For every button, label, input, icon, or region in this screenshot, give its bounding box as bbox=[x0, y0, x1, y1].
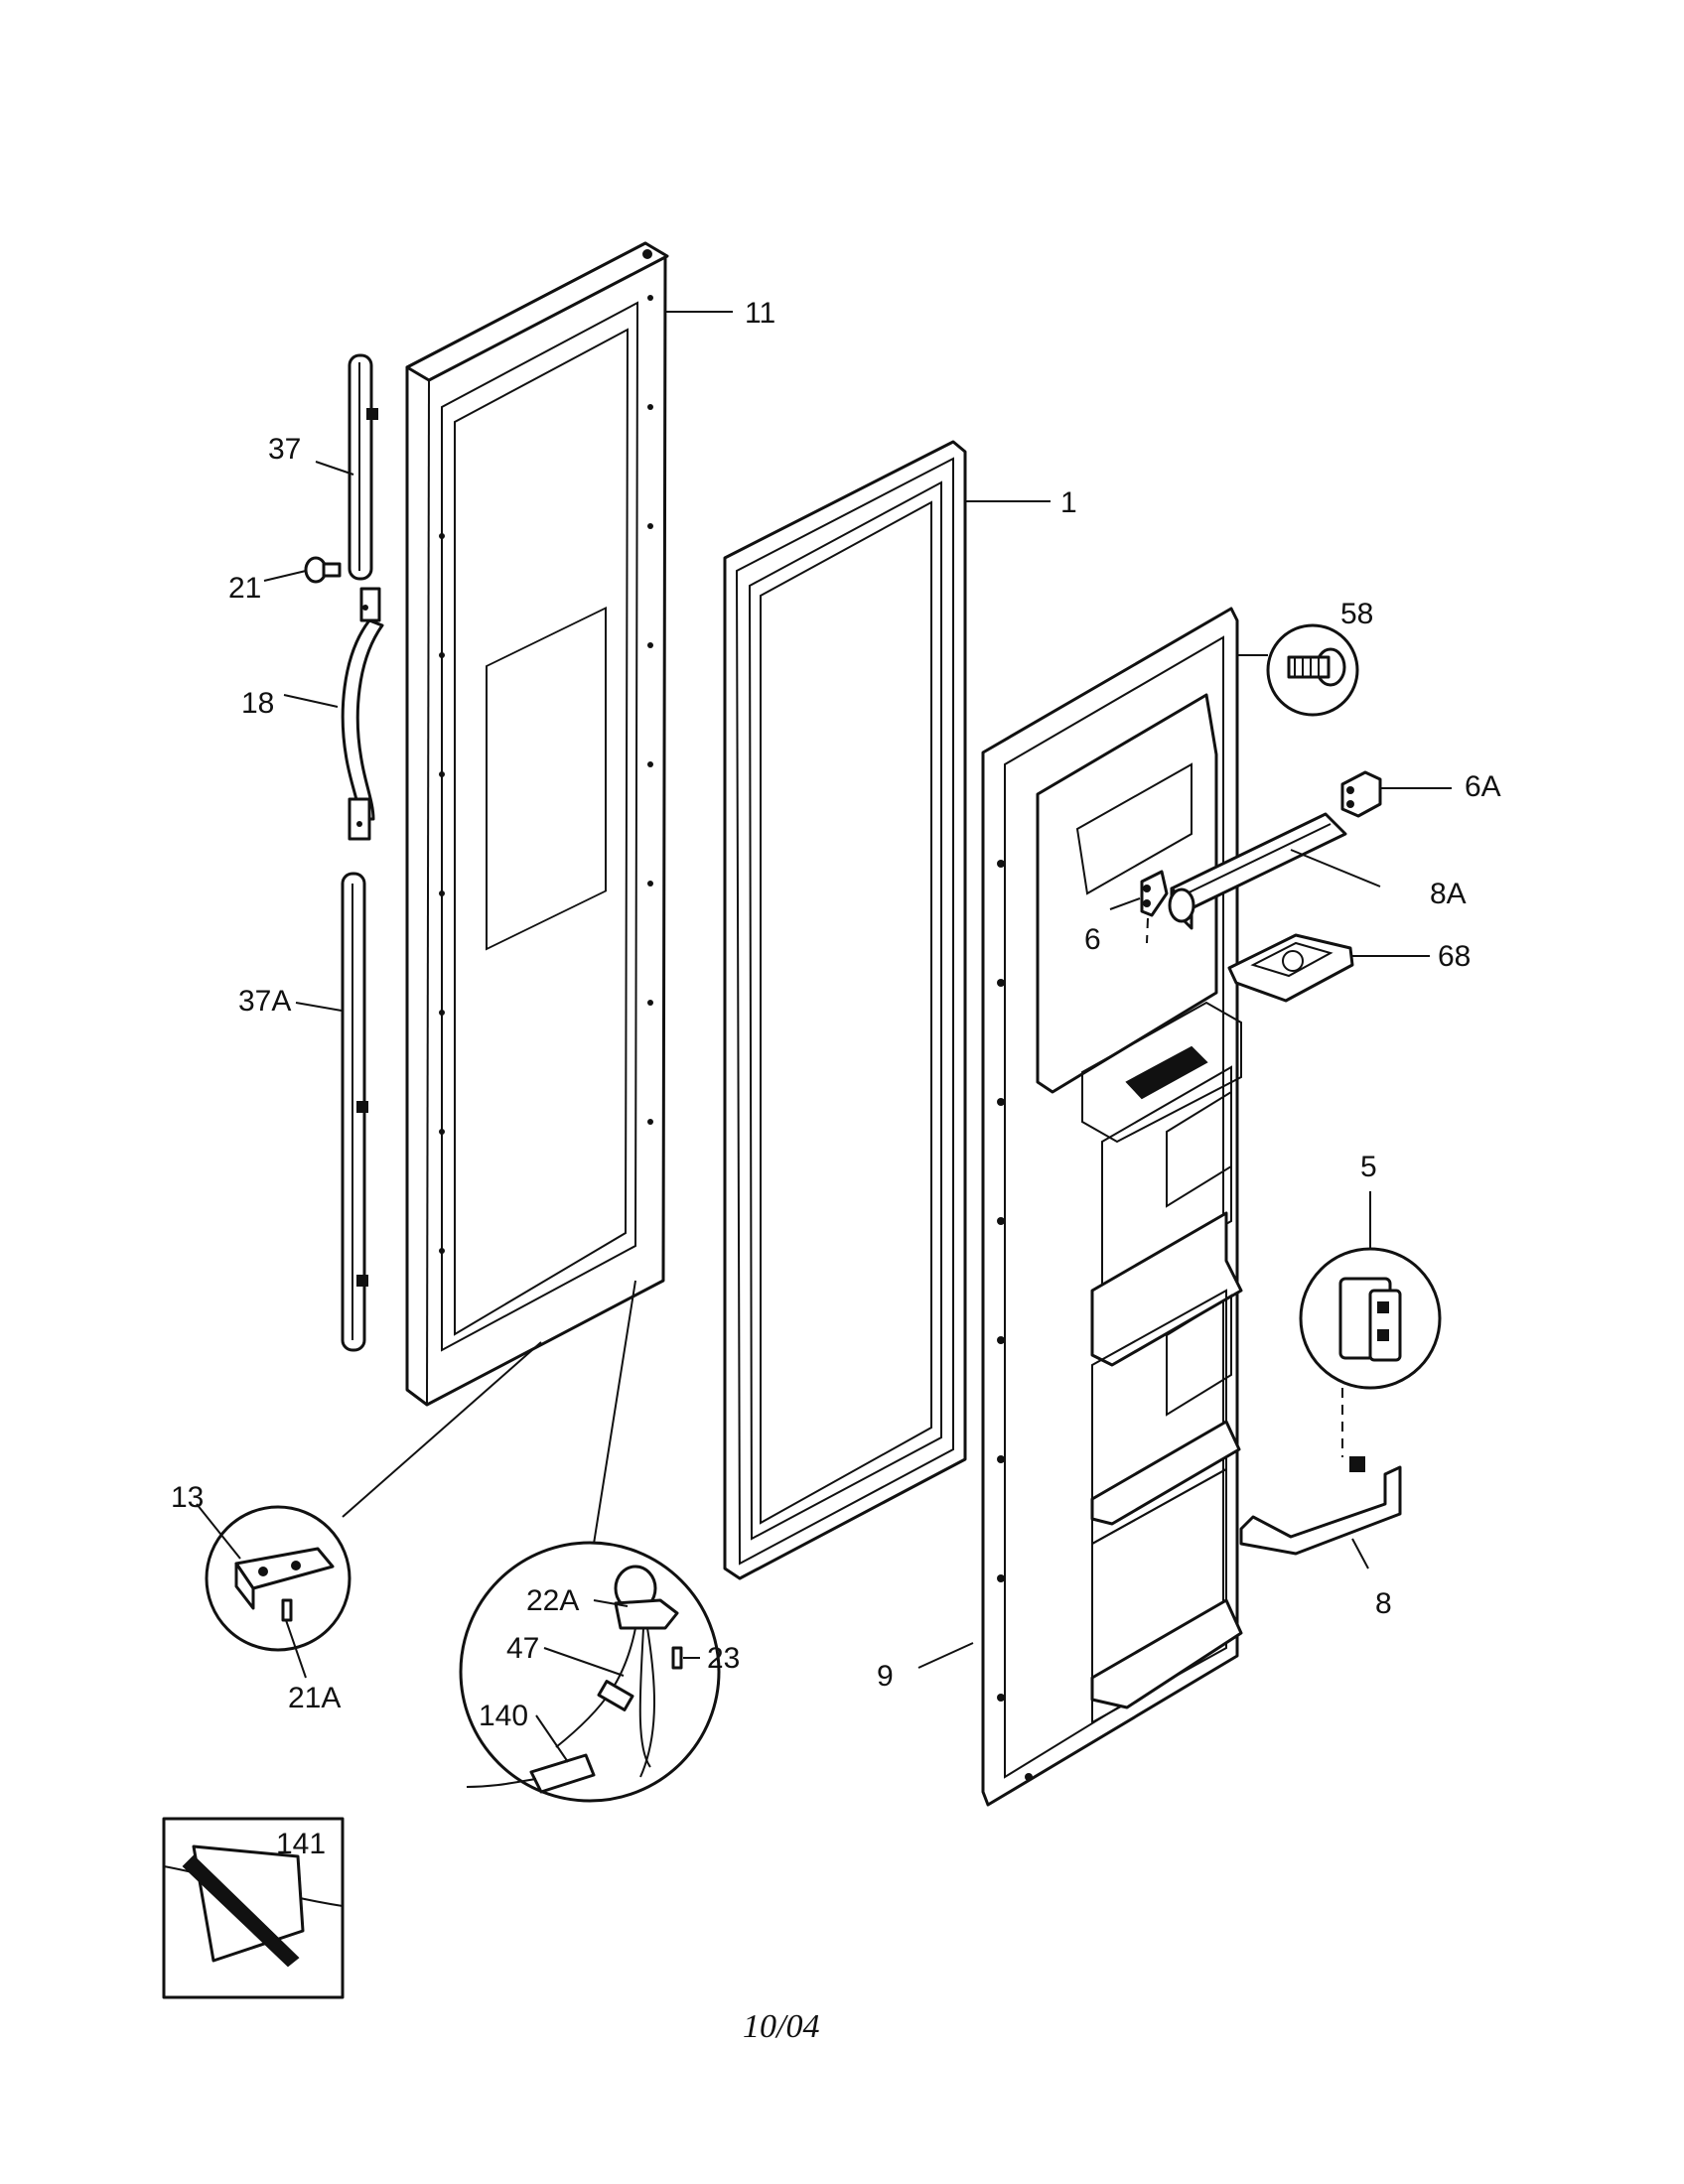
callout-8A: 8A bbox=[1430, 878, 1467, 910]
callout-18: 18 bbox=[241, 687, 274, 720]
callout-9: 9 bbox=[877, 1660, 894, 1693]
clip-6A bbox=[1340, 770, 1382, 818]
date-code: 10/04 bbox=[743, 2008, 819, 2045]
callout-21A: 21A bbox=[288, 1682, 341, 1714]
callout-58: 58 bbox=[1340, 598, 1373, 630]
callout-22A: 22A bbox=[526, 1584, 579, 1617]
callout-37A: 37A bbox=[238, 985, 291, 1018]
callout-11: 11 bbox=[745, 297, 775, 330]
hinge-bracket-13-detail bbox=[205, 1505, 351, 1652]
switch-5-detail bbox=[1299, 1247, 1442, 1390]
door-gasket bbox=[723, 440, 967, 1580]
wire-tie-141-detail bbox=[162, 1817, 345, 1999]
callout-5: 5 bbox=[1360, 1151, 1377, 1183]
callout-6A: 6A bbox=[1465, 770, 1501, 803]
callout-6: 6 bbox=[1084, 923, 1101, 956]
callout-140: 140 bbox=[479, 1700, 528, 1732]
callout-68: 68 bbox=[1438, 940, 1471, 973]
lower-handle-trim bbox=[341, 872, 368, 1352]
screw-21 bbox=[304, 556, 342, 584]
handle-18 bbox=[341, 587, 384, 841]
callout-47: 47 bbox=[506, 1632, 539, 1665]
callout-141: 141 bbox=[276, 1828, 326, 1860]
inner-door-liner bbox=[981, 607, 1243, 1807]
shelf-rail-8 bbox=[1239, 1456, 1402, 1556]
channel-8A bbox=[1168, 812, 1347, 930]
callout-8: 8 bbox=[1375, 1587, 1392, 1620]
callout-21: 21 bbox=[228, 572, 261, 605]
upper-handle-trim bbox=[348, 353, 378, 581]
callout-labels: 11 1 37 21 18 37A 58 6A 8A 6 68 5 8 9 13… bbox=[171, 297, 1501, 2045]
callout-13: 13 bbox=[171, 1481, 204, 1514]
light-lens-68 bbox=[1227, 933, 1354, 1003]
callout-37: 37 bbox=[268, 433, 301, 466]
callout-1: 1 bbox=[1060, 486, 1077, 519]
outer-door-panel bbox=[405, 241, 669, 1407]
leader-lines bbox=[196, 311, 1452, 1763]
clip-6 bbox=[1140, 870, 1169, 917]
screw-58-detail bbox=[1266, 623, 1359, 717]
light-socket-harness-detail bbox=[459, 1541, 721, 1803]
callout-23: 23 bbox=[707, 1642, 740, 1675]
